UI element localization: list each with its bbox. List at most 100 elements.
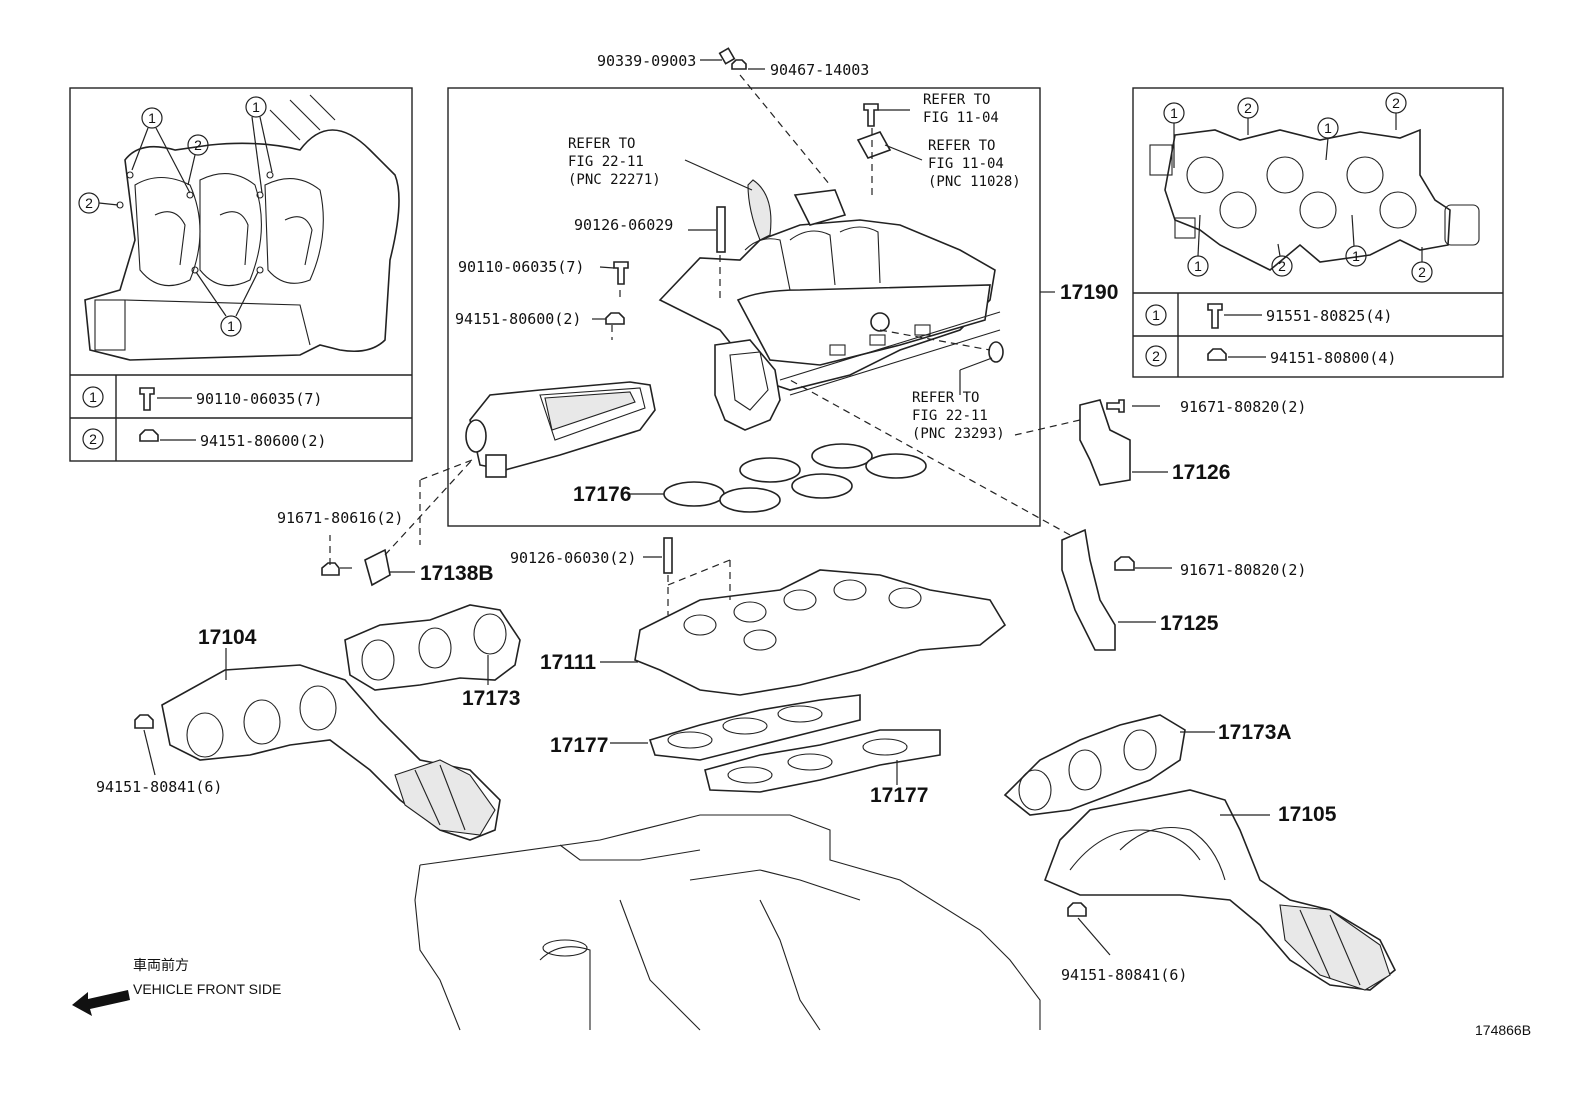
label-17104: 17104 bbox=[198, 626, 257, 649]
svg-text:(PNC 22271): (PNC 22271) bbox=[568, 172, 661, 188]
engine-block-outline bbox=[414, 814, 1041, 1031]
svg-text:FIG 11-04: FIG 11-04 bbox=[923, 110, 999, 126]
svg-text:REFER TO: REFER TO bbox=[928, 138, 995, 154]
left-inset: 1 2 1 2 1 1 90110-06035(7) 2 bbox=[69, 87, 413, 462]
svg-text:(PNC 23293): (PNC 23293) bbox=[912, 426, 1005, 442]
label-17190: 17190 bbox=[1060, 281, 1118, 304]
center-assembly-box: REFER TO FIG 22-11 (PNC 22271) REFER TO … bbox=[447, 87, 1041, 527]
bolt-90110-06035 bbox=[613, 261, 629, 285]
label-17105: 17105 bbox=[1278, 803, 1337, 826]
svg-text:REFER TO: REFER TO bbox=[568, 136, 635, 152]
label-90467-14003: 90467-14003 bbox=[770, 61, 869, 79]
part-17173: 17173 bbox=[344, 604, 521, 710]
left-inset-marker-2a: 2 bbox=[187, 134, 209, 186]
svg-text:2: 2 bbox=[89, 431, 97, 447]
label-17111: 17111 bbox=[540, 651, 596, 674]
left-inset-marker-1a: 1 bbox=[131, 107, 191, 194]
oring-fig-22-11 bbox=[988, 341, 1004, 363]
intake-duct-drawing bbox=[465, 381, 656, 478]
svg-text:1: 1 bbox=[148, 110, 156, 126]
svg-text:FIG 22-11: FIG 22-11 bbox=[912, 408, 988, 424]
label-90110-06035: 90110-06035(7) bbox=[458, 258, 584, 276]
gasket-90467-14003 bbox=[731, 59, 747, 70]
nut-94151-80600 bbox=[605, 312, 625, 325]
svg-text:FIG 22-11: FIG 22-11 bbox=[568, 154, 644, 170]
left-inset-marker-2b: 2 bbox=[78, 192, 119, 214]
right-inset-manifold-drawing bbox=[1149, 128, 1480, 271]
intake-plenum-drawing bbox=[658, 189, 1001, 431]
right-inset-marker-2b: 2 bbox=[1385, 92, 1407, 130]
svg-text:2: 2 bbox=[194, 137, 202, 153]
right-inset-legend-row-1: 1 91551-80825(4) bbox=[1145, 303, 1392, 329]
svg-text:2: 2 bbox=[1392, 95, 1400, 111]
plug-90339-09003 bbox=[718, 47, 736, 65]
vehicle-front-arrow-icon bbox=[72, 990, 130, 1016]
part-17104: 17104 94151-80841(6) bbox=[96, 626, 501, 841]
vehicle-front-indicator: 車両前方 VEHICLE FRONT SIDE bbox=[72, 957, 281, 1016]
right-legend-part-2: 94151-80800(4) bbox=[1270, 349, 1396, 367]
part-17173A: 17173A bbox=[1003, 714, 1292, 816]
label-91671-80616: 91671-80616(2) bbox=[277, 509, 403, 527]
label-17177-b: 17177 bbox=[870, 784, 928, 807]
right-inset-legend-row-2: 2 94151-80800(4) bbox=[1145, 345, 1396, 367]
svg-text:2: 2 bbox=[1152, 348, 1160, 364]
right-inset-marker-2a: 2 bbox=[1237, 97, 1259, 135]
left-inset-legend-row-2: 2 94151-80600(2) bbox=[82, 428, 326, 450]
left-inset-marker-1c: 1 bbox=[195, 271, 259, 337]
right-inset-marker-1c: 1 bbox=[1187, 214, 1209, 277]
svg-text:2: 2 bbox=[1278, 258, 1286, 274]
part-17126: 91671-80820(2) 17126 bbox=[1014, 398, 1306, 486]
label-90126-06029: 90126-06029 bbox=[574, 216, 673, 234]
svg-text:2: 2 bbox=[85, 195, 93, 211]
svg-text:1: 1 bbox=[1152, 307, 1160, 323]
label-94151-80841-right: 94151-80841(6) bbox=[1061, 966, 1187, 984]
svg-text:1: 1 bbox=[1324, 120, 1332, 136]
right-inset-marker-2d: 2 bbox=[1411, 247, 1433, 283]
left-legend-part-1: 90110-06035(7) bbox=[196, 390, 322, 408]
left-inset-marker-1b: 1 bbox=[245, 96, 273, 194]
svg-text:1: 1 bbox=[1170, 105, 1178, 121]
svg-text:FIG 11-04: FIG 11-04 bbox=[928, 156, 1004, 172]
label-17126: 17126 bbox=[1172, 461, 1230, 484]
label-90126-06030: 90126-06030(2) bbox=[510, 549, 636, 567]
right-inset-marker-1d: 1 bbox=[1345, 214, 1367, 267]
right-legend-part-1: 91551-80825(4) bbox=[1266, 307, 1392, 325]
label-17138B: 17138B bbox=[420, 562, 494, 585]
svg-text:REFER TO: REFER TO bbox=[912, 390, 979, 406]
refer-fig-11-04-a: REFER TO FIG 11-04 bbox=[923, 92, 999, 126]
label-17125: 17125 bbox=[1160, 612, 1219, 635]
right-inset: 1 2 1 2 1 2 1 2 bbox=[1132, 87, 1504, 378]
refer-fig-22-11-b: REFER TO FIG 22-11 (PNC 23293) bbox=[912, 390, 1005, 442]
label-17173: 17173 bbox=[462, 687, 520, 710]
svg-text:1: 1 bbox=[252, 99, 260, 115]
left-legend-part-2: 94151-80600(2) bbox=[200, 432, 326, 450]
refer-fig-11-04-b: REFER TO FIG 11-04 (PNC 11028) bbox=[928, 138, 1021, 190]
svg-text:1: 1 bbox=[1194, 258, 1202, 274]
vehicle-front-en: VEHICLE FRONT SIDE bbox=[133, 981, 281, 997]
label-17173A: 17173A bbox=[1218, 721, 1292, 744]
svg-text:2: 2 bbox=[1418, 264, 1426, 280]
label-17177-a: 17177 bbox=[550, 734, 608, 757]
right-inset-marker-2c: 2 bbox=[1271, 243, 1293, 277]
part-17177-set: 17177 17177 bbox=[550, 694, 941, 807]
center-box-frame bbox=[447, 87, 1041, 527]
label-17176: 17176 bbox=[573, 483, 631, 506]
label-91671-80820-b: 91671-80820(2) bbox=[1180, 561, 1306, 579]
label-91671-80820-a: 91671-80820(2) bbox=[1180, 398, 1306, 416]
diagram-id: 174866B bbox=[1475, 1022, 1531, 1038]
label-90339-09003: 90339-09003 bbox=[597, 52, 696, 70]
left-inset-legend-row-1: 1 90110-06035(7) bbox=[82, 386, 322, 411]
svg-text:REFER TO: REFER TO bbox=[923, 92, 990, 108]
bracket-fig-11-04 bbox=[856, 131, 892, 159]
svg-text:1: 1 bbox=[89, 389, 97, 405]
svg-text:2: 2 bbox=[1244, 100, 1252, 116]
gasket-fig-22-11 bbox=[747, 179, 772, 241]
gasket-set-17176 bbox=[663, 443, 927, 513]
bolt-fig-11-04 bbox=[863, 103, 879, 127]
label-94151-80600: 94151-80600(2) bbox=[455, 310, 581, 328]
svg-text:1: 1 bbox=[227, 318, 235, 334]
left-inset-frame bbox=[69, 87, 413, 462]
right-inset-frame bbox=[1132, 87, 1504, 378]
part-17105: 17105 94151-80841(6) bbox=[1043, 789, 1397, 991]
